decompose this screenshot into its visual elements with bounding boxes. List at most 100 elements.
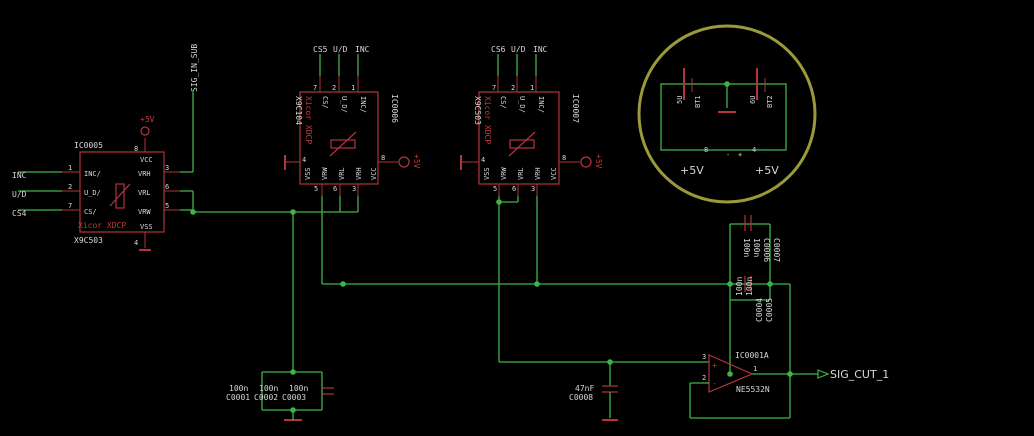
ic0007-pinnum-inc: 1 xyxy=(530,84,534,92)
c0003-name: C0003 xyxy=(282,393,306,402)
ic0007-pinnum-vss: 4 xyxy=(481,156,485,164)
ic0007-name: IC0007 xyxy=(571,94,580,123)
ic0006-pinnum-vrl: 6 xyxy=(333,185,337,193)
net-label-cs6: CS6 xyxy=(491,45,506,54)
ic0006-pin-vcc: VCC xyxy=(370,167,378,180)
opamp-sign-plus: + xyxy=(712,361,717,370)
ic0005-body xyxy=(79,151,165,233)
ic0005-pinnum-vrl: 6 xyxy=(165,183,169,191)
ic0006-name: IC0006 xyxy=(390,94,399,123)
battery-highlight[interactable]: 5U BT1 6U BT2 8 - + 4 +5V +5V xyxy=(637,24,817,204)
bt1-value: 5U xyxy=(676,96,684,104)
ic0005-vendor: Xicor XDCP xyxy=(78,221,126,230)
battery-minus: - xyxy=(726,151,730,159)
ic0006-pinnum-vcc: 8 xyxy=(381,154,385,162)
ic0005-value: X9C503 xyxy=(74,236,103,245)
ic0006-pinnum-vss: 4 xyxy=(302,156,306,164)
bt2-value: 6U xyxy=(749,96,757,104)
c0001-name: C0001 xyxy=(226,393,250,402)
c0006-name: C0006 xyxy=(762,238,771,262)
ic0007-plus5v-label: +5V xyxy=(594,154,603,169)
ic0007-pin-inc: INC/ xyxy=(537,96,545,113)
c0008-name: C0008 xyxy=(569,393,593,402)
ic0006-pin-inc: INC/ xyxy=(359,96,367,113)
net-label-cs5: CS5 xyxy=(313,45,328,54)
ic0007-pinnum-vrl: 6 xyxy=(512,185,516,193)
ic0007-body xyxy=(478,91,560,185)
net-label-sig-cut-1: SIG_CUT_1 xyxy=(830,368,889,381)
net-label-inc: INC xyxy=(12,171,27,180)
ic0005-pinnum-vss: 4 xyxy=(134,239,138,247)
opamp-triangle xyxy=(708,354,754,393)
capacitor-c0008[interactable]: 47nF C0008 xyxy=(499,359,709,421)
ic0007-pin-vcc: VCC xyxy=(550,167,558,180)
c0007-name: C0007 xyxy=(772,238,781,262)
c0002-name: C0002 xyxy=(254,393,278,402)
ic0007-plus5v-symbol xyxy=(580,156,592,168)
bt1-name: BT1 xyxy=(694,95,702,108)
battery-loop xyxy=(660,83,787,151)
ic0007-pin-cs: CS/ xyxy=(499,96,507,109)
battery-pin-left: 8 xyxy=(704,146,708,154)
net-label-ud-ic0007: U/D xyxy=(511,45,526,54)
ic0005-pin-vrw: VRW xyxy=(138,208,151,216)
ic0007-pinnum-vcc: 8 xyxy=(562,154,566,162)
ic0005-pin-vss: VSS xyxy=(140,223,153,231)
ic0005-pin-vrl: VRL xyxy=(138,189,151,197)
ic0005-pinnum-cs: 7 xyxy=(68,202,72,210)
ic0007-pin-vrw: VRW xyxy=(500,167,508,180)
c0004-value: 100n xyxy=(742,238,751,257)
ic0005-pinnum-vcc: 8 xyxy=(134,145,138,153)
c0003-value: 100n xyxy=(289,384,308,393)
ic0006-pin-vrh: VRH xyxy=(355,167,363,180)
output-arrow-icon xyxy=(817,369,830,379)
ic0006-pin-vrl: VRL xyxy=(338,167,346,180)
ic0005-pin-inc: INC/ xyxy=(84,170,101,178)
ic0006-value: X9C104 xyxy=(294,96,303,125)
ic0006-plus5v-label: +5V xyxy=(412,154,421,169)
c0007-value: 100n xyxy=(745,277,754,296)
c0005-name: C0005 xyxy=(765,298,774,322)
ic0005-pot-arrow xyxy=(109,183,131,207)
ic0006-pinnum-vrw: 5 xyxy=(314,185,318,193)
ic0006[interactable]: IC0006 X9C104 Xicor XDCP CS/ U_D/ INC/ V… xyxy=(284,76,421,196)
ic0006-pinnum-vrh: 3 xyxy=(352,185,356,193)
net-label-cs4: CS4 xyxy=(12,209,27,218)
bt2-name: BT2 xyxy=(766,95,774,108)
ic0005-pinnum-vrh: 3 xyxy=(165,164,169,172)
ic0005[interactable]: IC0005 X9C503 Xicor XDCP VCC INC/ U_D/ C… xyxy=(62,115,180,251)
ic0005-pot-symbol xyxy=(115,183,125,209)
ic0005-pinnum-inc: 1 xyxy=(68,164,72,172)
ic0005-plus5v-symbol xyxy=(140,126,150,136)
ic0005-pinnum-ud: 2 xyxy=(68,183,72,191)
ic0005-plus5v-label: +5V xyxy=(140,115,155,124)
c0002-value: 100n xyxy=(259,384,278,393)
ic0006-pin-vrw: VRW xyxy=(321,167,329,180)
opamp-ic0001a[interactable]: + - IC0001A NE5532N 3 2 1 xyxy=(702,351,770,394)
ic0005-pin-cs: CS/ xyxy=(84,208,97,216)
opamp-pin-out: 1 xyxy=(753,365,757,373)
ic0007-pinnum-vrh: 3 xyxy=(531,185,535,193)
battery-plus5v-right: +5V xyxy=(755,164,779,177)
cap-bank-feedback[interactable]: 100n 100n C0006 C0007 100n 100n C0004 C0… xyxy=(729,215,791,372)
c0005-value: 100n xyxy=(752,238,761,257)
ic0007-pot-arrow xyxy=(508,131,536,157)
ic0007-pinnum-vrw: 5 xyxy=(493,185,497,193)
ic0005-pinnum-vrw: 5 xyxy=(165,202,169,210)
net-label-inc-ic0006: INC xyxy=(355,45,370,54)
cap-bank-left[interactable]: 100n 100n 100n C0001 C0002 C0003 xyxy=(226,369,334,421)
ic0006-pinnum-inc: 1 xyxy=(351,84,355,92)
opamp-pin-plus: 3 xyxy=(702,353,706,361)
opamp-pin-minus: 2 xyxy=(702,374,706,382)
ic0007-pin-vss: VSS xyxy=(483,167,491,180)
battery-plus5v-left: +5V xyxy=(680,164,704,177)
ic0007-pinnum-cs: 7 xyxy=(492,84,496,92)
ic0006-vendor: Xicor XDCP xyxy=(304,96,313,144)
net-label-inc-ic0007: INC xyxy=(533,45,548,54)
ic0007-value: X9C503 xyxy=(473,96,482,125)
ic0007-pot-symbol xyxy=(509,139,535,149)
ic0007[interactable]: IC0007 X9C503 Xicor XDCP CS/ U_D/ INC/ V… xyxy=(460,76,603,196)
ic0006-pinnum-cs: 7 xyxy=(313,84,317,92)
ic0006-pot-symbol xyxy=(330,139,356,149)
net-label-ud-ic0006: U/D xyxy=(333,45,348,54)
